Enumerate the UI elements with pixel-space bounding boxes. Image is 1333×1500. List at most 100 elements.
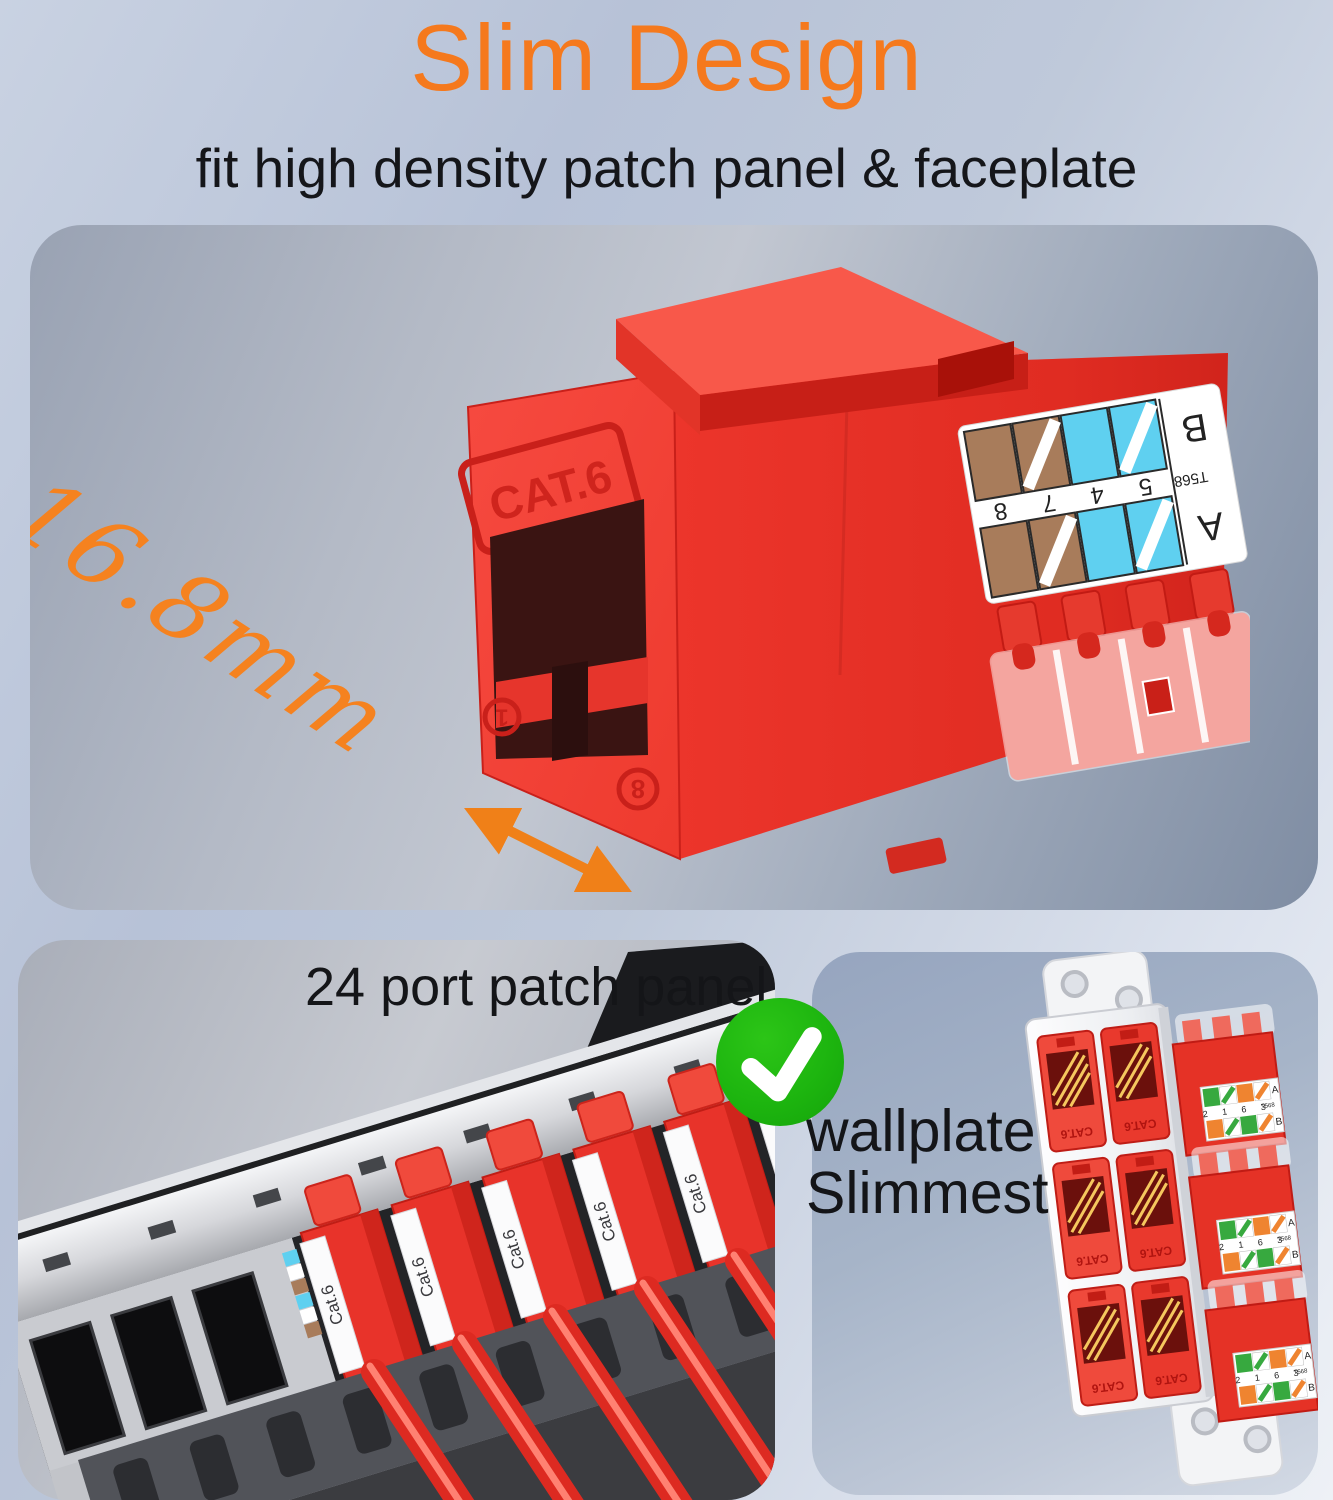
bar-notch [189, 1434, 239, 1500]
punchdown-towers [996, 568, 1235, 653]
pin-right-number: 8 [631, 774, 645, 804]
jack-clip-notch [938, 341, 1014, 397]
bar-slot [568, 1091, 597, 1112]
port-face: CAT.6 [1131, 1276, 1202, 1399]
wallplate-card: CAT.6 CAT.6 [812, 952, 1318, 1495]
page-subtitle: fit high density patch panel & faceplate [195, 137, 1138, 199]
bar-notch [113, 1457, 162, 1500]
mini-wire-cell [290, 1277, 310, 1296]
port-face: CAT.6 [1052, 1156, 1123, 1280]
port-face: CAT.6 [1067, 1283, 1139, 1407]
idc-window [1141, 676, 1176, 717]
wallplate-right-edge [1158, 1006, 1216, 1398]
mini-wire-cell [299, 1306, 318, 1325]
mini-wire-cell [295, 1291, 314, 1310]
port-label: CAT.6 [1154, 1370, 1188, 1388]
side-label-letter-a: A [1287, 1217, 1295, 1229]
side-wiring-label: 2 1 6 3 T568 A B [1215, 1210, 1302, 1275]
port-face: CAT.6 [1115, 1149, 1186, 1272]
side-label-standard: T568 [1277, 1235, 1292, 1243]
pin-left-medallion: 1 [482, 697, 522, 737]
side-jack: 2 1 6 3 T568 A B [1187, 1136, 1304, 1290]
jack-foot-tab [885, 837, 947, 874]
stripe [1119, 401, 1158, 474]
bar-notch [266, 1411, 315, 1478]
side-wiring-label: 2 1 6 3 T568 A B [1199, 1077, 1285, 1142]
bar-slot [357, 1155, 387, 1176]
wallplate-assembly: CAT.6 CAT.6 [1024, 952, 1318, 1487]
bar-notch [342, 1387, 392, 1454]
port-face: CAT.6 [1036, 1029, 1107, 1153]
screw-hole [1060, 969, 1089, 998]
main-showcase-card: CAT.6 1 8 [30, 225, 1318, 910]
mini-wire-cell [286, 1263, 305, 1282]
side-label-letter-b: B [1308, 1382, 1316, 1394]
screw-hole [1190, 1407, 1219, 1436]
port-label: CAT.6 [1075, 1251, 1109, 1269]
wallplate-caption-line2: Slimmest [806, 1160, 1049, 1226]
mini-wire-cell [303, 1320, 323, 1339]
port-label: CAT.6 [1060, 1124, 1094, 1142]
patch-panel-illustration: Cat.6 Cat.6 [18, 940, 775, 1500]
bar-slot [463, 1123, 492, 1144]
mounted-jack: Cat.6 [571, 1090, 697, 1299]
side-jack: 2 1 6 3 T568 A B [1171, 1003, 1287, 1157]
rj45-tab-slot [552, 661, 588, 761]
pin-left-number: 1 [495, 704, 508, 731]
jack-clip-top-face [616, 267, 1028, 395]
patch-cables [361, 1248, 775, 1500]
label-number: 5 [1137, 472, 1155, 501]
side-label-standard: T568 [1293, 1368, 1308, 1376]
bar-slot [42, 1252, 72, 1273]
side-label-letter-a: A [1271, 1084, 1279, 1096]
dimension-label: 16.8mm [30, 457, 416, 777]
wallplate-caption-line1: wallplate [806, 1098, 1036, 1164]
empty-port [191, 1270, 289, 1406]
page-title: Slim Design [410, 5, 923, 110]
mounted-jack: Cat.6 [390, 1146, 515, 1354]
wallplate-illustration: CAT.6 CAT.6 [1024, 952, 1318, 1487]
empty-port [28, 1320, 127, 1456]
side-label-letter-a: A [1304, 1350, 1312, 1362]
check-icon [741, 1027, 822, 1102]
port-label: CAT.6 [1123, 1116, 1157, 1134]
patch-panel-caption: 24 port patch panel [305, 957, 768, 1017]
wiring-label: 8 7 4 5 T568 B A [957, 383, 1248, 604]
bar-slot [252, 1187, 282, 1208]
wallplate-caption: wallplate Slimmest [806, 1100, 1049, 1224]
label-cell-cyan [1059, 406, 1120, 486]
empty-port [109, 1295, 208, 1431]
wallplate-ports: CAT.6 CAT.6 [1036, 1022, 1202, 1407]
patch-panel-card: Cat.6 Cat.6 [18, 940, 775, 1500]
label-number: 4 [1088, 480, 1106, 509]
mini-wire-cell [281, 1248, 301, 1267]
label-standard: T568 [1173, 467, 1210, 489]
stripe [1135, 498, 1174, 571]
label-divider [1158, 398, 1189, 565]
panel-top-highlight [18, 964, 775, 1246]
side-wiring-label: 2 1 6 3 T568 A B [1232, 1343, 1318, 1408]
mounted-jack: Cat.6 [480, 1118, 606, 1326]
stripe [1022, 418, 1061, 491]
stripe [1038, 514, 1078, 587]
label-cell-brown [979, 519, 1040, 599]
jack-side-seam [838, 362, 850, 676]
bar-slot [147, 1219, 177, 1240]
label-number: 8 [992, 496, 1010, 525]
check-badge [716, 998, 844, 1126]
keystone-jack-illustration: CAT.6 1 8 [458, 267, 1250, 892]
idc-clear-caps [989, 610, 1250, 782]
jack-clip-front-face [616, 319, 700, 435]
side-label-letter-b: B [1275, 1116, 1283, 1128]
side-label-standard: T568 [1261, 1102, 1276, 1110]
label-cell-green [1075, 503, 1137, 583]
label-cell-brown [962, 422, 1024, 503]
port-label: CAT.6 [1139, 1243, 1173, 1261]
side-label-letter-b: B [1291, 1249, 1299, 1261]
mounted-jack: Cat.6 [281, 1174, 424, 1382]
screw-hole [1243, 1425, 1272, 1454]
bar-notch [419, 1364, 468, 1431]
port-face: CAT.6 [1100, 1022, 1171, 1145]
mounted-jack: Cat.6 [662, 1063, 775, 1271]
